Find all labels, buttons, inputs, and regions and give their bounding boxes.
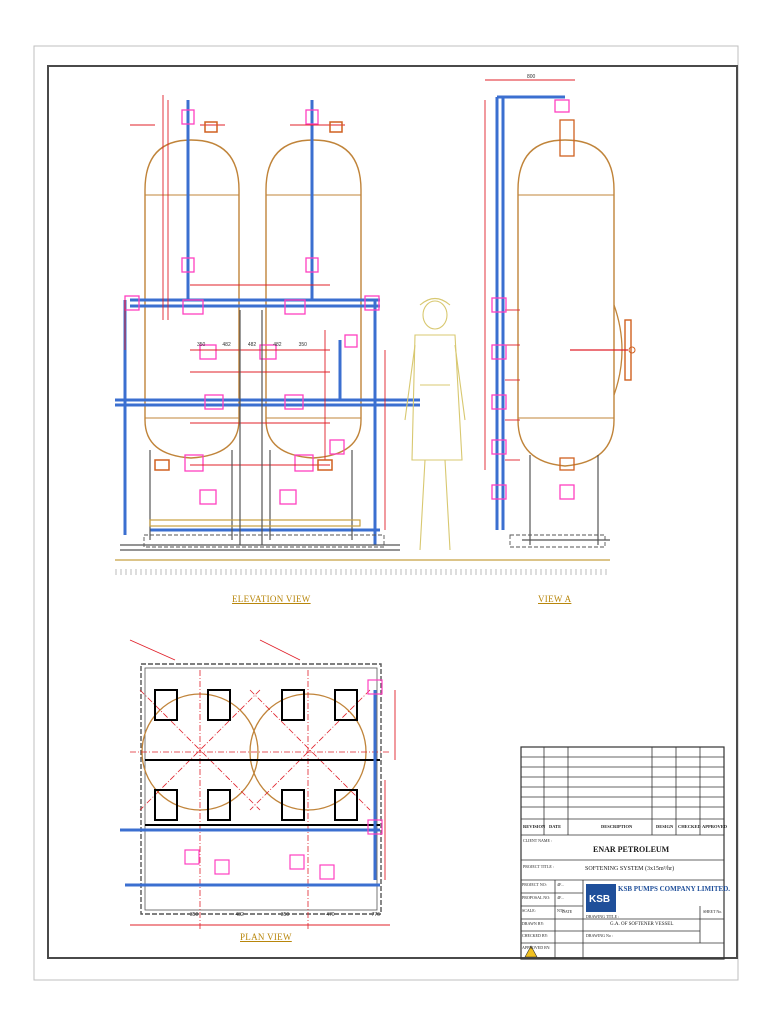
sheet-label: SHEET No. [703,909,723,914]
drawing-no-label: DRAWING No : [586,933,614,938]
outer-border [33,45,739,981]
warning-icon [524,945,538,958]
elev-dims: 350 482 482 482 350 [197,342,307,348]
plan-dims: 350 482 350 470 776 [190,912,380,918]
logo-text: KSB [589,894,610,905]
info-rows: PROJECT NO:4F... PROPOSAL NO:4F... SCALE… [522,882,565,950]
drawing-frame [47,65,738,959]
client-name: ENAR PETROLEUM [593,845,670,854]
project-label: PROJECT TITLE : [523,864,554,869]
company-name: KSB PUMPS COMPANY LIMITED. [618,885,730,893]
project-title: SOFTENING SYSTEM (3x15m³/hr) [585,866,675,872]
dim-top-width: 800 [527,74,536,80]
ksb-logo: KSB [586,884,616,912]
client-label: CLIENT NAME : [523,838,553,843]
elevation-view-label: ELEVATION VIEW [232,594,311,604]
elevation-view [115,95,610,575]
revision-header-row: REVISION DATE DESCRIPTION DESIGN CHECKED… [523,824,727,829]
person-scale-figure [404,297,466,551]
drawing-title-label: DRAWING TITLE : [586,914,620,919]
vessel-2-body [265,139,362,459]
vessel-1-body [144,139,240,459]
plan-view-label: PLAN VIEW [240,932,292,942]
plan-view [120,639,396,930]
title-block [520,746,725,960]
vessel-side-body [517,139,615,467]
date-label: DATE [562,909,573,914]
view-a-label: VIEW A [538,594,572,604]
view-a [484,79,636,548]
drawing-title: G.A. OF SOFTENER VESSEL [610,922,674,927]
